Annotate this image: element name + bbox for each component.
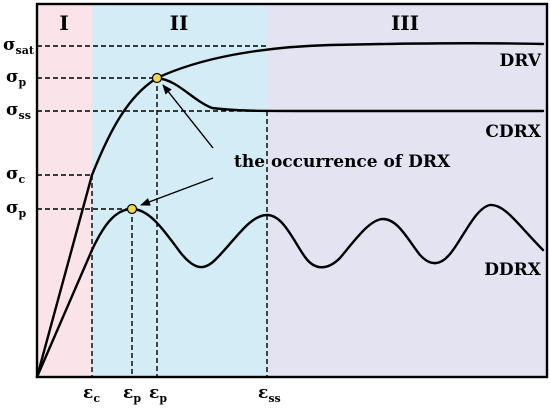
drx-annotation: the occurrence of DRX <box>234 152 451 172</box>
eps-p-right-label: εp <box>149 383 167 405</box>
region-iii-background <box>267 4 547 377</box>
drv-curve <box>35 42 545 379</box>
region-iii-label: III <box>391 11 419 35</box>
region-i-background <box>37 4 92 377</box>
eps-c-label: εc <box>83 383 100 405</box>
region-ii-label: II <box>170 11 189 35</box>
cdrx-label: CDRX <box>485 122 541 142</box>
region-i-label: I <box>59 11 68 35</box>
arrow-to-ddrx-peak <box>140 177 214 206</box>
drv-label: DRV <box>500 51 542 71</box>
plot-frame <box>35 2 549 379</box>
sigma-p-upper-label: σp <box>6 67 27 89</box>
arrow-to-cdrx-peak <box>162 84 214 149</box>
ddrx-curve <box>35 203 545 379</box>
sigma-p-lower-label: σp <box>6 198 27 220</box>
eps-ss-label: εss <box>258 383 281 405</box>
cdrx-peak-marker <box>151 72 163 84</box>
sigma-c-label: σc <box>6 164 26 186</box>
ddrx-peak-marker <box>126 203 138 215</box>
eps-p-left-label: εp <box>123 383 141 405</box>
sigma-sat-label: σsat <box>3 35 35 57</box>
cdrx-curve <box>155 76 545 113</box>
ddrx-label: DDRX <box>484 260 542 280</box>
sigma-ss-label: σss <box>6 100 31 122</box>
